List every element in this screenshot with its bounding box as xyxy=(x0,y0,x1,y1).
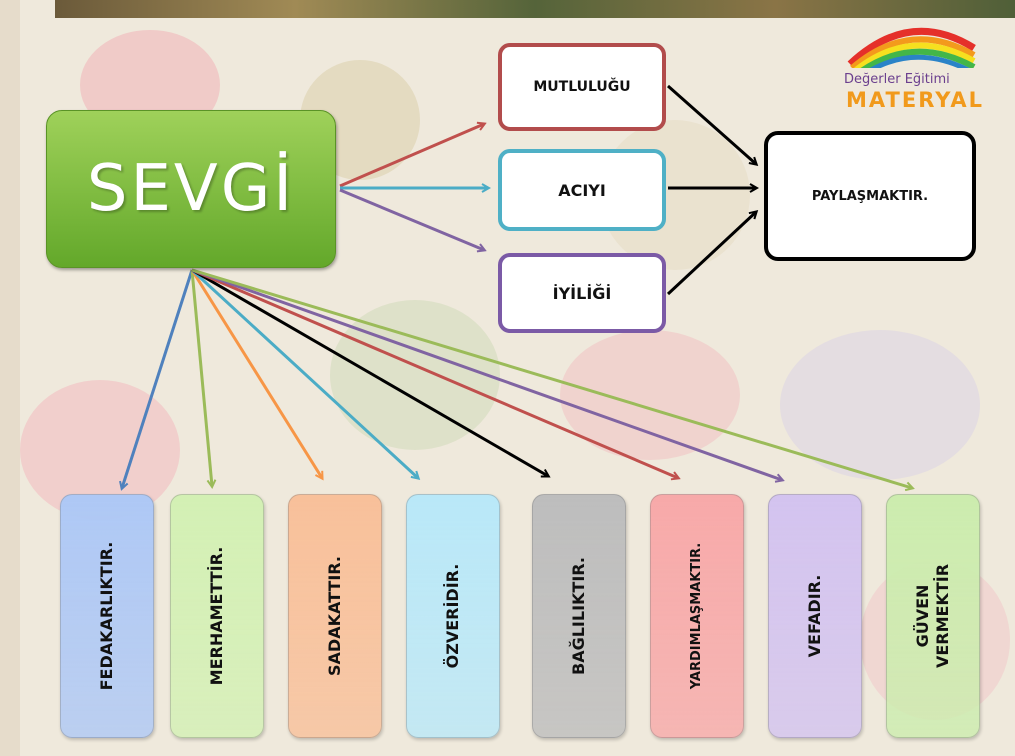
quality-label: FEDAKARLIKTIR. xyxy=(97,541,116,691)
arrow-sevgi-to-fedakarlik xyxy=(122,269,194,488)
arrow-iyiligi-to-paylasmaktir xyxy=(666,212,756,296)
quality-label: ÖZVERİDİR. xyxy=(443,563,462,669)
background-strip xyxy=(0,0,20,756)
mutlulugu-label: MUTLULUĞU xyxy=(533,79,631,95)
iyiligi-node: İYİLİĞİ xyxy=(498,253,666,333)
quality-label: VEFADIR. xyxy=(805,574,824,658)
arrow-sevgi-to-sadakat xyxy=(190,269,322,478)
background-photo-strip xyxy=(55,0,1015,18)
aciyi-node: ACIYI xyxy=(498,149,666,231)
quality-box-merhamet: MERHAMETTİR. xyxy=(170,494,264,738)
quality-label: YARDIMLAŞMAKTIR. xyxy=(689,542,704,690)
arrow-sevgi-to-guven xyxy=(191,268,912,488)
arrow-sevgi-to-iyiligi xyxy=(339,188,484,250)
background-flower xyxy=(560,330,740,460)
quality-box-baglilik: BAĞLILIKTIR. xyxy=(532,494,626,738)
quality-box-guven: GÜVEN VERMEKTİR xyxy=(886,494,980,738)
rainbow-logo-icon xyxy=(847,27,976,68)
logo-title: MATERYAL xyxy=(846,88,985,112)
quality-box-fedakarlik: FEDAKARLIKTIR. xyxy=(60,494,154,738)
quality-box-vefa: VEFADIR. xyxy=(768,494,862,738)
quality-box-sadakat: SADAKATTIR. xyxy=(288,494,382,738)
background-flower xyxy=(780,330,980,480)
arrow-sevgi-to-yardimlasma xyxy=(191,268,678,478)
logo-subtitle: Değerler Eğitimi xyxy=(844,72,950,87)
logo: Değerler Eğitimi MATERYAL xyxy=(840,18,982,113)
sevgi-node: SEVGİ xyxy=(46,110,336,268)
quality-label: BAĞLILIKTIR. xyxy=(569,557,588,675)
paylasmaktir-label: PAYLAŞMAKTIR. xyxy=(811,188,929,204)
aciyi-label: ACIYI xyxy=(558,180,606,200)
arrow-sevgi-to-baglilik xyxy=(191,268,548,476)
paylasmaktir-node: PAYLAŞMAKTIR. xyxy=(764,131,976,261)
arrow-sevgi-to-vefa xyxy=(191,268,782,480)
iyiligi-label: İYİLİĞİ xyxy=(552,283,612,303)
arrow-mutlulugu-to-paylasmaktir xyxy=(667,84,756,164)
quality-box-yardimlasma: YARDIMLAŞMAKTIR. xyxy=(650,494,744,738)
arrow-sevgi-to-merhamet xyxy=(190,269,212,486)
quality-label: MERHAMETTİR. xyxy=(207,546,226,686)
sevgi-label: SEVGİ xyxy=(86,152,296,226)
quality-box-ozveri: ÖZVERİDİR. xyxy=(406,494,500,738)
arrow-sevgi-to-ozveri xyxy=(190,268,418,478)
mutlulugu-node: MUTLULUĞU xyxy=(498,43,666,131)
arrow-sevgi-to-mutlulugu xyxy=(339,124,484,188)
quality-label: GÜVEN VERMEKTİR xyxy=(913,563,952,669)
quality-label: SADAKATTIR. xyxy=(325,556,344,676)
